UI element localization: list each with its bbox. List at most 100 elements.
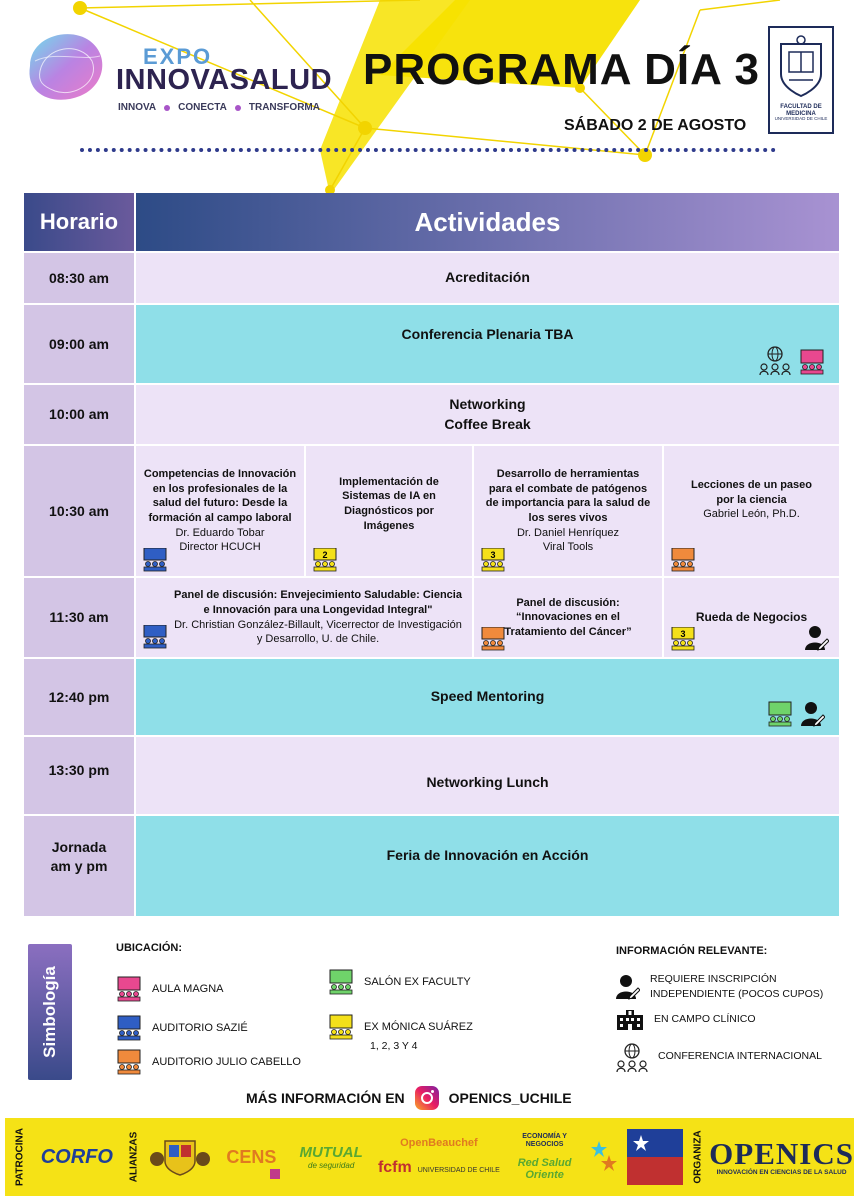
- session-title: Panel de discusión: Envejecimiento Salud…: [174, 589, 462, 616]
- time-line1: Jornada: [51, 839, 107, 856]
- page-title: PROGRAMA DÍA 3: [363, 45, 760, 94]
- table-row: 12:40 pm Speed Mentoring: [24, 659, 839, 735]
- registration-required-icon: [616, 975, 640, 1001]
- legend-label: EN CAMPO CLÍNICO: [654, 1013, 756, 1026]
- tag-dot: [164, 105, 171, 111]
- session-speaker: Gabriel León, Ph.D.: [703, 508, 800, 521]
- auditorio-sazie-icon: [117, 1015, 141, 1041]
- instagram-handle[interactable]: OPENICS_UCHILE: [448, 1090, 572, 1106]
- legend-label: SALÓN EX FACULTY: [364, 976, 471, 988]
- fcfm-text: fcfm: [377, 1159, 412, 1176]
- cens-text: CENS: [226, 1146, 277, 1167]
- row-activity: Networking Lunch: [136, 737, 839, 814]
- government-logo: [623, 1129, 687, 1185]
- session-speaker: Dr. Christian González-Billault, Vicerre…: [174, 618, 462, 646]
- session-cell: Desarrollo de herramientas para el comba…: [474, 446, 662, 576]
- tagline-innova: INNOVA: [118, 102, 157, 113]
- registration-required-icon: [801, 702, 825, 727]
- auditorio-julio-cabello-icon: [481, 627, 505, 651]
- row-icons: [759, 345, 825, 375]
- legend-label: AUDITORIO SAZIÉ: [152, 1022, 248, 1034]
- activity-title: Conferencia Plenaria TBA: [401, 326, 574, 343]
- activity-title: Feria de Innovación en Acción: [386, 847, 589, 864]
- openics-sub-text: INNOVACIÓN EN CIENCIAS DE LA SALUD: [716, 1169, 847, 1176]
- legend-registration: REQUIERE INSCRIPCIÓN INDEPENDIENTE (POCO…: [616, 972, 823, 1002]
- legend-ex-faculty: SALÓN EX FACULTY: [328, 969, 471, 995]
- chile-government-icon: [627, 1129, 684, 1185]
- session-speaker: Dr. Eduardo Tobar: [175, 526, 265, 539]
- session-cell: Implementación de Sistemas de IA en Diag…: [306, 446, 472, 576]
- session-title: Competencias de Innovación en los profes…: [143, 468, 297, 524]
- cens-square-icon: [270, 1168, 281, 1179]
- seal-faculty-text: FACULTAD DE MEDICINA: [780, 104, 822, 117]
- tagline-conecta: CONECTA: [178, 102, 227, 113]
- legend-julio-cabello: AUDITORIO JULIO CABELLO: [116, 1049, 301, 1075]
- legend-label: EX MÓNICA SUÁREZ: [364, 1021, 473, 1033]
- instagram-icon[interactable]: [414, 1086, 439, 1110]
- room-number: 3: [490, 550, 495, 560]
- legend-auditorio-sazie: AUDITORIO SAZIÉ: [116, 1015, 248, 1041]
- corfo-logo: CORFO: [31, 1146, 123, 1169]
- session-cell: Panel de discusión: “Innovaciones en el …: [474, 578, 662, 657]
- fcfm-sub-text: UNIVERSIDAD DE CHILE: [417, 1167, 500, 1174]
- ex-monica-suarez-icon: [329, 1014, 353, 1040]
- location-heading: UBICACIÓN:: [116, 942, 182, 954]
- row-activity: Acreditación: [136, 253, 839, 303]
- coat-of-arms-logo: [145, 1137, 215, 1177]
- redsalud-text-2: Oriente: [525, 1168, 564, 1181]
- session-role: Director HCUCH: [179, 541, 261, 554]
- patrocina-text: PATROCINA: [14, 1128, 26, 1186]
- hospital-building-icon: [617, 1010, 643, 1030]
- row-time: Jornada am y pm: [24, 816, 136, 916]
- seal-university-text: UNIVERSIDAD DE CHILE: [774, 116, 828, 122]
- session-cell: Lecciones de un paseo por la ciencia Gab…: [664, 446, 839, 576]
- row-activity: Speed Mentoring: [136, 659, 839, 735]
- time-line2: am y pm: [50, 858, 108, 874]
- econ-text: ECONOMÍA Y NEGOCIOS: [522, 1133, 567, 1148]
- coat-of-arms-icon: [149, 1140, 210, 1176]
- table-row: 13:30 pm Networking Lunch: [24, 737, 839, 814]
- more-info-label: MÁS INFORMACIÓN EN: [246, 1090, 405, 1106]
- cens-logo: CENS: [214, 1146, 288, 1179]
- ex-monica-suarez-3-icon: 3: [671, 627, 695, 651]
- economia-redsalud-logo: ECONOMÍA Y NEGOCIOS Red Salud Oriente: [504, 1133, 586, 1180]
- session-speaker: Dr. Daniel Henríquez: [516, 526, 620, 539]
- salon-ex-faculty-icon: [329, 969, 353, 995]
- legend-label: AULA MAGNA: [152, 983, 224, 995]
- logo-expo-text: EXPO: [143, 44, 213, 69]
- row-time: 13:30 pm: [24, 737, 136, 814]
- session-cell: Panel de discusión: Envejecimiento Salud…: [136, 578, 472, 657]
- table-row: 10:00 am Networking Coffee Break: [24, 385, 839, 444]
- table-row: Jornada am y pm Feria de Innovación en A…: [24, 816, 839, 916]
- sponsors-footer: PATROCINA CORFO ALIANZAS CENS MUTUAL de …: [5, 1118, 854, 1196]
- header-divider: [80, 148, 776, 152]
- parallel-sessions: Panel de discusión: Envejecimiento Salud…: [136, 578, 839, 657]
- faculty-seal-logo: FACULTAD DE MEDICINA UNIVERSIDAD DE CHIL…: [768, 26, 834, 134]
- ex-monica-suarez-2-icon: 2: [313, 548, 337, 572]
- auditorio-julio-cabello-icon: [671, 548, 695, 572]
- table-row: 10:30 am Competencias de Innovación en l…: [24, 446, 839, 576]
- legend-section: Simbología UBICACIÓN: AULA MAGNA AUDITOR…: [24, 938, 839, 1083]
- table-row: 08:30 am Acreditación: [24, 253, 839, 303]
- patrocina-label: PATROCINA: [9, 1118, 31, 1196]
- salon-ex-faculty-icon: [768, 701, 792, 727]
- session-title: Desarrollo de herramientas para el comba…: [485, 468, 651, 524]
- activity-line2: Coffee Break: [444, 415, 531, 432]
- international-conference-icon: [616, 1043, 648, 1073]
- row-activity: Feria de Innovación en Acción: [136, 816, 839, 916]
- row-time: 09:00 am: [24, 305, 136, 383]
- aula-magna-icon: [117, 976, 141, 1002]
- row-activity: Conferencia Plenaria TBA: [136, 305, 839, 383]
- info-heading: INFORMACIÓN RELEVANTE:: [616, 945, 768, 957]
- row-time: 12:40 pm: [24, 659, 136, 735]
- header-horario: Horario: [24, 193, 136, 251]
- legend-tab-label: Simbología: [40, 966, 59, 1058]
- tagline-transforma: TRANSFORMA: [248, 102, 320, 113]
- legend-tab: Simbología: [28, 944, 72, 1080]
- alianzas-label: ALIANZAS: [123, 1118, 145, 1196]
- session-cell: Rueda de Negocios 3: [664, 578, 839, 657]
- session-title: Rueda de Negocios: [695, 609, 808, 624]
- activity-title: Speed Mentoring: [430, 688, 545, 705]
- session-title-line1: Panel de discusión:: [516, 596, 620, 609]
- stars-icon: [591, 1141, 618, 1171]
